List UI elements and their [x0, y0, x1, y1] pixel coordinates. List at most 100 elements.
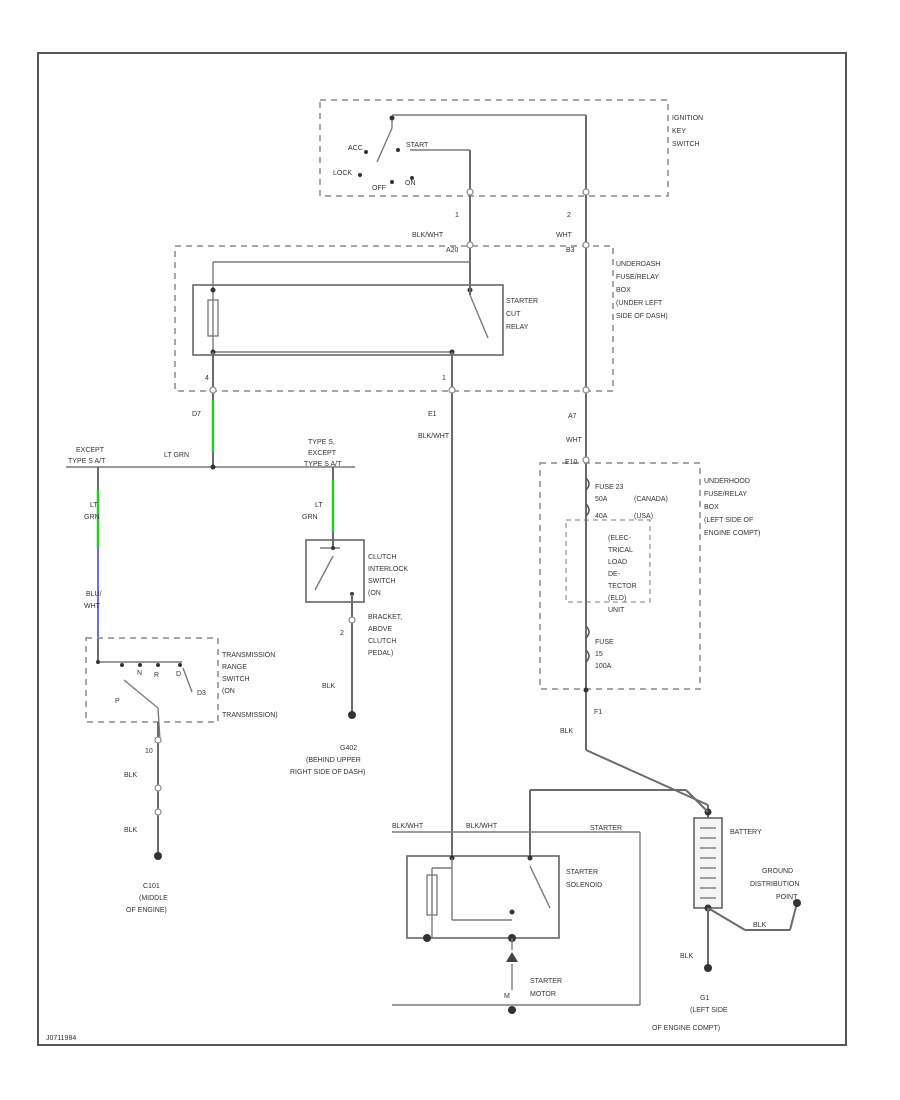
svg-text:RANGE: RANGE: [222, 664, 247, 671]
diagram-frame: [37, 52, 847, 1046]
clutch-switch-box: [305, 539, 365, 603]
conn-e10: E10: [565, 459, 578, 466]
svg-text:CUT: CUT: [506, 311, 521, 318]
pin-4: 4: [205, 375, 209, 382]
svg-text:FUSE/RELAY: FUSE/RELAY: [704, 491, 747, 498]
svg-text:BLU/: BLU/: [86, 591, 102, 598]
svg-text:POINT: POINT: [776, 894, 798, 901]
trans-range-switch-contacts: P N R D D3: [96, 660, 206, 741]
underdash-fuse-box-label: UNDERDASH FUSE/RELAY BOX (UNDER LEFT SID…: [616, 261, 668, 320]
trans-n: N: [137, 670, 142, 677]
conn-a20: A20: [446, 247, 459, 254]
svg-text:15: 15: [595, 651, 603, 658]
svg-text:(CANADA): (CANADA): [634, 496, 668, 503]
starter-solenoid-box: [406, 855, 560, 939]
svg-text:OF ENGINE): OF ENGINE): [126, 907, 167, 914]
wire-blk-batt: BLK: [680, 953, 694, 960]
trans-d3: D3: [197, 690, 206, 697]
svg-text:FUSE/RELAY: FUSE/RELAY: [616, 274, 659, 281]
wire-blk-right: BLK: [560, 728, 574, 735]
starter-label-line: [392, 831, 641, 1006]
clutch-switch-label: CLUTCH INTERLOCK SWITCH (ON BRACKET, ABO…: [368, 554, 408, 657]
svg-text:DE-: DE-: [608, 571, 621, 578]
svg-text:BOX: BOX: [616, 287, 631, 294]
underhood-fuse-box: [539, 462, 701, 690]
svg-text:OF ENGINE COMPT): OF ENGINE COMPT): [652, 1025, 720, 1032]
wire-blkwht-1: BLK/WHT: [412, 232, 444, 239]
svg-text:(ON: (ON: [368, 590, 381, 597]
ground-distribution-label: GROUND DISTRIBUTION POINT: [750, 868, 799, 901]
trans-d: D: [176, 671, 181, 678]
svg-text:WHT: WHT: [84, 603, 101, 610]
ground-distribution-wire: [707, 899, 801, 931]
pin-1-top: 1: [455, 212, 459, 219]
svg-text:SWITCH: SWITCH: [672, 141, 700, 148]
svg-text:(ON: (ON: [222, 688, 235, 695]
svg-text:UNIT: UNIT: [608, 607, 625, 614]
svg-text:SOLENOID: SOLENOID: [566, 882, 602, 889]
type-s-except-label: TYPE S, EXCEPT TYPE S A/T: [304, 439, 342, 468]
svg-text:GROUND: GROUND: [762, 868, 793, 875]
pin-10: 10: [145, 748, 153, 755]
svg-text:MOTOR: MOTOR: [530, 991, 556, 998]
wire-lt-grn-right: LT GRN: [302, 502, 323, 521]
battery-ground-wire: [704, 908, 712, 972]
ignition-feed-wires: [466, 115, 590, 460]
except-type-s-at-label: EXCEPT TYPE S A/T: [68, 447, 106, 465]
ignition-switch-contacts: [358, 114, 586, 184]
svg-text:TRICAL: TRICAL: [608, 547, 633, 554]
svg-text:G1: G1: [700, 995, 709, 1002]
ign-start-label: START: [406, 142, 429, 149]
svg-text:PEDAL): PEDAL): [368, 650, 393, 657]
wire-blk-gd: BLK: [753, 922, 767, 929]
svg-text:(LEFT SIDE OF: (LEFT SIDE OF: [704, 517, 753, 524]
eld-unit-box: [565, 519, 651, 603]
svg-text:(BEHIND UPPER: (BEHIND UPPER: [306, 757, 361, 764]
svg-text:FUSE 23: FUSE 23: [595, 484, 624, 491]
svg-text:(ELEC-: (ELEC-: [608, 535, 632, 542]
wire-blk-clutch: BLK: [322, 683, 336, 690]
svg-text:STARTER: STARTER: [530, 978, 562, 985]
ign-acc-label: ACC: [348, 145, 363, 152]
svg-text:TYPE S A/T: TYPE S A/T: [304, 461, 342, 468]
wire-wht-2: WHT: [566, 437, 583, 444]
svg-text:CLUTCH: CLUTCH: [368, 554, 396, 561]
svg-text:LOAD: LOAD: [608, 559, 627, 566]
c101-label: C101 (MIDDLE OF ENGINE): [126, 883, 168, 914]
svg-text:DISTRIBUTION: DISTRIBUTION: [750, 881, 799, 888]
svg-text:100A: 100A: [595, 663, 612, 670]
starter-solenoid-label: STARTER SOLENOID: [566, 869, 602, 889]
trans-p: P: [115, 698, 120, 705]
starter-feed-wire: [448, 352, 456, 858]
lt-grn-wire-main: [209, 352, 217, 467]
wire-blk-left-1: BLK: [124, 772, 138, 779]
footer-code: J0711984: [46, 1035, 76, 1042]
eld-unit-label: (ELEC- TRICAL LOAD DE- TECTOR (ELD) UNIT: [608, 535, 637, 614]
svg-text:INTERLOCK: INTERLOCK: [368, 566, 408, 573]
svg-text:UNDERHOOD: UNDERHOOD: [704, 478, 750, 485]
svg-text:CLUTCH: CLUTCH: [368, 638, 396, 645]
svg-text:TECTOR: TECTOR: [608, 583, 637, 590]
conn-d7: D7: [192, 411, 201, 418]
ignition-switch-box: [319, 99, 669, 197]
wire-wht-1: WHT: [556, 232, 573, 239]
battery-label: BATTERY: [730, 829, 762, 836]
svg-text:LT: LT: [90, 502, 98, 509]
conn-a7: A7: [568, 413, 577, 420]
trans-range-switch-box: [85, 637, 219, 723]
svg-text:C101: C101: [143, 883, 160, 890]
svg-text:FUSE: FUSE: [595, 639, 614, 646]
trans-range-switch-label: TRANSMISSION RANGE SWITCH (ON TRANSMISSI…: [222, 652, 278, 719]
clutch-ground-wire: [348, 594, 356, 719]
starter-cut-relay-box: [192, 284, 504, 356]
svg-text:(LEFT SIDE: (LEFT SIDE: [690, 1007, 728, 1014]
g1-label: G1 (LEFT SIDE OF ENGINE COMPT): [652, 995, 728, 1032]
pin-1-mid: 1: [442, 375, 446, 382]
wire-blkwht-3: BLK/WHT: [392, 823, 424, 830]
ign-on-label: ON: [405, 180, 416, 187]
conn-e1: E1: [428, 411, 437, 418]
starter-solenoid-internals: [423, 855, 551, 942]
ign-off-label: OFF: [372, 185, 386, 192]
ignition-switch-label: IGNITION KEY SWITCH: [672, 115, 703, 148]
conn-f1: F1: [594, 709, 602, 716]
